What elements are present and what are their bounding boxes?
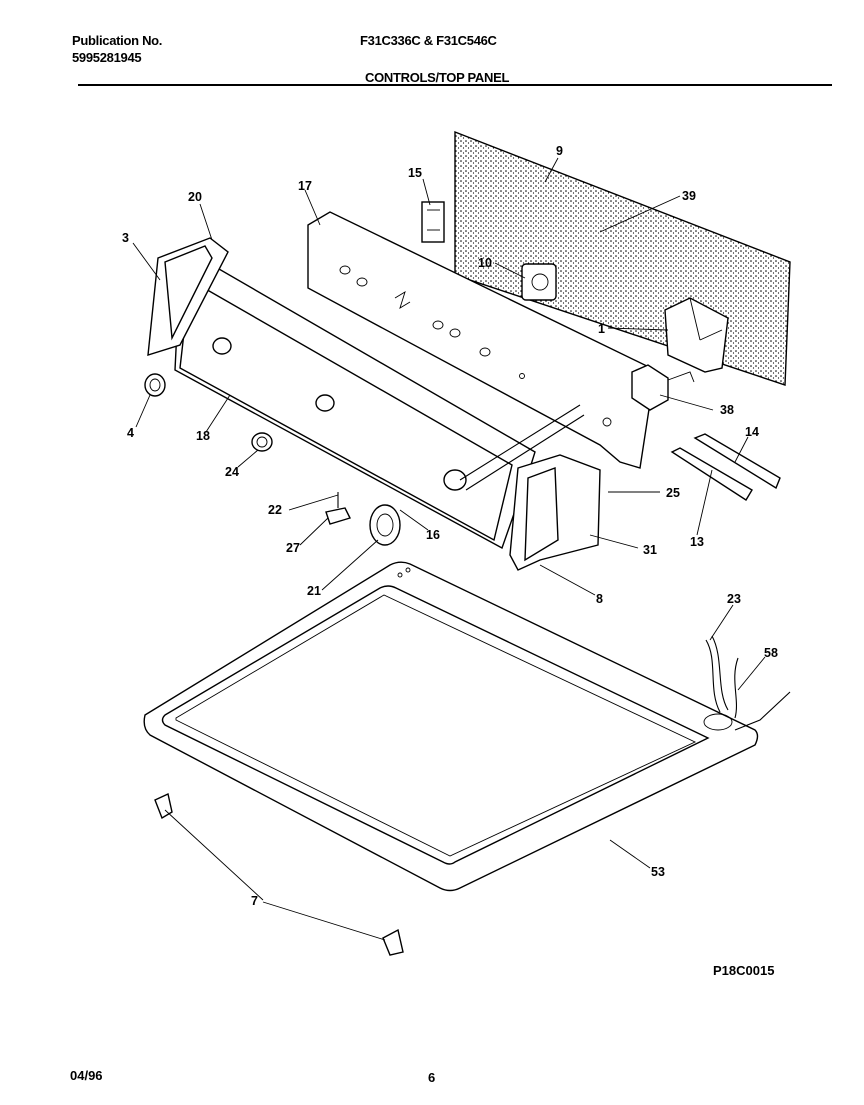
callout-15: 15 [408,166,422,180]
timer-knob-part-21 [369,504,401,546]
callout-18: 18 [196,429,210,443]
callout-1: 1 [598,322,605,336]
callout-23: 23 [727,592,741,606]
right-end-cap-part [509,454,601,571]
figure-code: P18C0015 [713,963,775,978]
callout-21: 21 [307,584,321,598]
top-panel-part-53 [143,561,759,892]
callout-53: 53 [651,865,665,879]
callout-17: 17 [298,179,312,193]
callout-58: 58 [764,646,778,660]
callout-3: 3 [122,231,129,245]
push-button-part-24 [251,432,273,452]
callout-8: 8 [596,592,603,606]
model-numbers: F31C336C & F31C546C [360,33,497,48]
callout-10: 10 [478,256,492,270]
callout-4: 4 [127,426,134,440]
callout-14: 14 [745,425,759,439]
callout-38: 38 [720,403,734,417]
leader-lines [132,157,766,941]
timer-part-1 [664,297,729,373]
publication-label: Publication No. [72,33,163,48]
callout-13: 13 [690,535,704,549]
wire-harness-part-23 [705,635,791,731]
terminal-block-part-38 [631,364,695,411]
left-end-cap-part [147,237,229,356]
callout-39: 39 [682,189,696,203]
callout-9: 9 [556,144,563,158]
bracket-part-14 [693,433,781,490]
callout-22: 22 [268,503,282,517]
page-number: 6 [428,1070,436,1085]
callout-7: 7 [251,894,258,908]
switch-part-15 [421,201,445,243]
section-title: CONTROLS/TOP PANEL [365,70,510,85]
header-rule [78,84,832,86]
knob-part-4 [144,373,166,397]
callout-labels: 9 39 15 17 20 3 10 1 38 14 4 18 24 25 13… [122,144,778,908]
selector-switch-part-10 [521,263,557,301]
callout-31: 31 [643,543,657,557]
callout-25: 25 [666,486,680,500]
footer-date: 04/96 [70,1068,103,1083]
callout-27: 27 [286,541,300,555]
control-panel-backplate-part [307,211,656,469]
bracket-part-13 [670,447,753,501]
callout-20: 20 [188,190,202,204]
callout-16: 16 [426,528,440,542]
callout-24: 24 [225,465,239,479]
publication-number: 5995281945 [72,50,142,65]
clip-part-27 [325,492,351,525]
